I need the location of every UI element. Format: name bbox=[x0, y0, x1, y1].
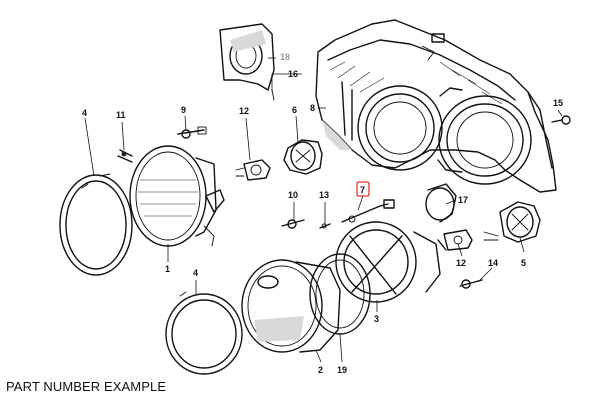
trim-ring-4-upper bbox=[59, 173, 133, 276]
callout-1: 1 bbox=[165, 264, 170, 274]
callout-6: 6 bbox=[292, 105, 297, 115]
screw-11 bbox=[117, 149, 133, 163]
callout-16: 16 bbox=[288, 69, 298, 79]
callout-7: 7 bbox=[360, 185, 365, 195]
trim-ring-4-lower bbox=[165, 291, 243, 375]
callout-14: 14 bbox=[488, 258, 498, 268]
callout-13: 13 bbox=[319, 190, 329, 200]
callout-5: 5 bbox=[521, 258, 526, 268]
clip-13 bbox=[319, 223, 331, 229]
bulb-7 bbox=[341, 199, 395, 223]
callout-15: 15 bbox=[553, 98, 563, 108]
caption-part-number-example: PART NUMBER EXAMPLE bbox=[6, 379, 167, 394]
leader-lines bbox=[84, 57, 563, 363]
callout-18: 18 bbox=[280, 52, 290, 62]
callout-4-lower: 4 bbox=[193, 268, 198, 278]
callout-4-upper: 4 bbox=[82, 108, 87, 118]
highlight-box-7 bbox=[356, 181, 370, 197]
callout-17: 17 bbox=[458, 195, 468, 205]
bulb-socket-6 bbox=[283, 139, 323, 175]
callout-8: 8 bbox=[310, 103, 315, 113]
callout-labels: 18 16 8 15 4 11 9 12 6 3 7 10 13 17 1 12… bbox=[82, 52, 563, 375]
lens-2 bbox=[241, 259, 341, 353]
callout-12-lower: 12 bbox=[456, 258, 466, 268]
bulb-12-lower bbox=[443, 229, 499, 251]
callout-19: 19 bbox=[337, 365, 347, 375]
reflector-3 bbox=[335, 221, 447, 303]
callout-3: 3 bbox=[374, 314, 379, 324]
bulb-socket-5 bbox=[499, 201, 541, 243]
callout-12-upper: 12 bbox=[239, 106, 249, 116]
screw-9 bbox=[177, 126, 207, 139]
screw-15 bbox=[551, 115, 571, 125]
bulb-12-upper bbox=[235, 159, 271, 181]
screw-14 bbox=[459, 279, 483, 289]
sealed-beam-1 bbox=[129, 145, 225, 247]
headlight-housing bbox=[315, 19, 557, 193]
screw-10 bbox=[281, 219, 305, 229]
cover-plate bbox=[219, 23, 275, 101]
callout-10: 10 bbox=[288, 190, 298, 200]
callout-2: 2 bbox=[318, 365, 323, 375]
bulb-socket-17 bbox=[425, 183, 457, 223]
callout-9: 9 bbox=[181, 105, 186, 115]
callout-11: 11 bbox=[116, 110, 126, 120]
